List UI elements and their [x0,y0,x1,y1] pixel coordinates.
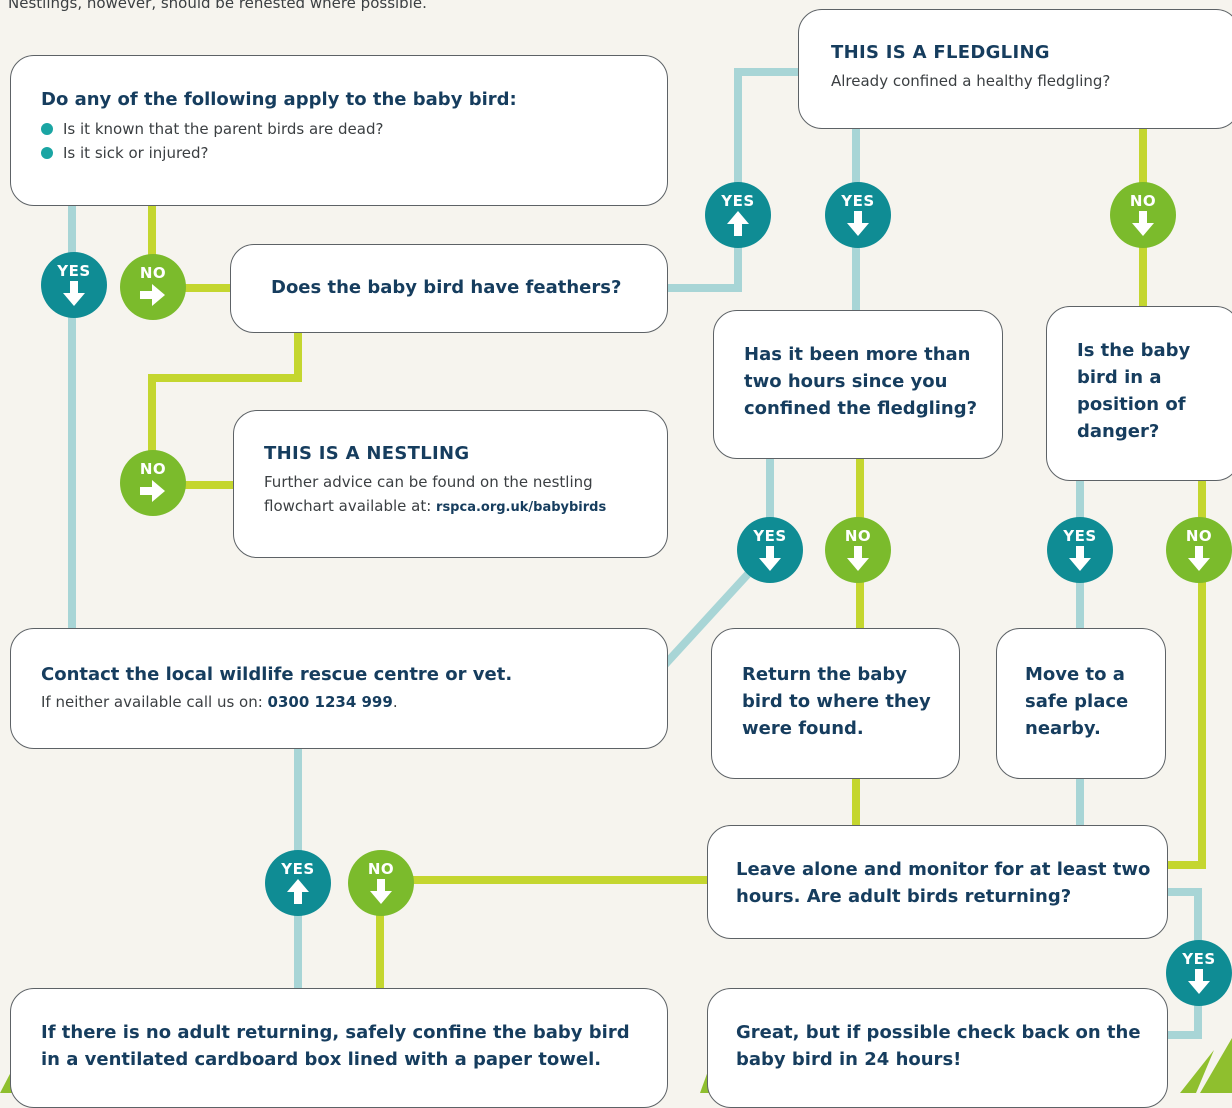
contact-box: Contact the local wildlife rescue centre… [10,628,668,749]
arrow-down-icon [759,546,781,571]
move-text: Move to a safe place nearby. [1025,664,1129,739]
arrow-up-icon [727,211,749,236]
intro-text: Nestlings, however, should be renested w… [8,0,427,12]
monitor-question: Leave alone and monitor for at least two… [736,859,1151,907]
two-hours-question: Has it been more than two hours since yo… [744,344,978,419]
connector-monitor-no-confine [376,876,710,990]
return-text: Return the baby bird to where they were … [742,664,931,739]
apply-question: Do any of the following apply to the bab… [41,89,517,110]
arrow-right-icon [140,480,165,502]
apply-question-box: Do any of the following apply to the bab… [10,55,668,206]
condition-parents-dead: Is it known that the parent birds are de… [41,117,637,141]
contact-fallback-text: If neither available call us on: [41,693,268,711]
arrow-down-icon [370,879,392,904]
yes-down-badge-great: YES [1166,940,1232,1006]
arrow-down-icon [847,211,869,236]
no-down-badge-monitor: NO [348,850,414,916]
no-down-badge-danger: NO [1166,517,1232,583]
arrow-down-icon [1132,211,1154,236]
feathers-question: Does the baby bird have feathers? [271,277,622,298]
nestling-advice-text: Further advice can be found on the nestl… [264,473,593,515]
confine-text: If there is no adult returning, safely c… [41,1022,630,1070]
condition-sick-injured: Is it sick or injured? [41,141,637,165]
danger-question-box: Is the baby bird in a position of danger… [1046,306,1232,481]
arrow-down-icon [63,281,85,306]
no-right-badge-feathers: NO [120,450,186,516]
move-box: Move to a safe place nearby. [996,628,1166,779]
monitor-box: Leave alone and monitor for at least two… [707,825,1168,939]
nestling-text: Further advice can be found on the nestl… [264,470,647,520]
return-box: Return the baby bird to where they were … [711,628,960,779]
contact-question: Contact the local wildlife rescue centre… [41,664,513,685]
fledgling-title: THIS IS A FLEDGLING [831,42,1050,63]
nestling-box: THIS IS A NESTLING Further advice can be… [233,410,668,558]
yes-down-badge-twohours: YES [737,517,803,583]
nestling-title: THIS IS A NESTLING [264,443,470,464]
apply-conditions-list: Is it known that the parent birds are de… [41,117,637,165]
yes-up-badge-monitor: YES [265,850,331,916]
arrow-down-icon [847,546,869,571]
feathers-question-box: Does the baby bird have feathers? [230,244,668,333]
fledgling-box: THIS IS A FLEDGLING Already confined a h… [798,9,1232,129]
arrow-right-icon [140,284,165,306]
no-right-badge-apply: NO [120,254,186,320]
arrow-down-icon [1069,546,1091,571]
two-hours-question-box: Has it been more than two hours since yo… [713,310,1003,459]
yes-down-badge-danger: YES [1047,517,1113,583]
fledgling-text: Already confined a healthy fledgling? [831,72,1111,90]
no-down-badge-fledgling: NO [1110,182,1176,248]
great-text: Great, but if possible check back on the… [736,1022,1141,1070]
contact-phone[interactable]: 0300 1234 999 [267,693,393,711]
yes-up-badge-feathers: YES [705,182,771,248]
nestling-link[interactable]: rspca.org.uk/babybirds [436,500,607,515]
contact-text-end: . [392,693,398,711]
arrow-down-icon [1188,546,1210,571]
arrow-up-icon [287,879,309,904]
contact-text: If neither available call us on: 0300 12… [41,690,647,714]
yes-down-badge-apply: YES [41,252,107,318]
connector-danger-no-monitor [1168,480,1206,869]
no-down-badge-twohours: NO [825,517,891,583]
yes-down-badge-fledgling: YES [825,182,891,248]
confine-box: If there is no adult returning, safely c… [10,988,668,1108]
danger-question: Is the baby bird in a position of danger… [1077,340,1191,442]
arrow-down-icon [1188,969,1210,994]
great-box: Great, but if possible check back on the… [707,988,1168,1108]
connector-feathers-yes-fledgling [668,68,800,292]
